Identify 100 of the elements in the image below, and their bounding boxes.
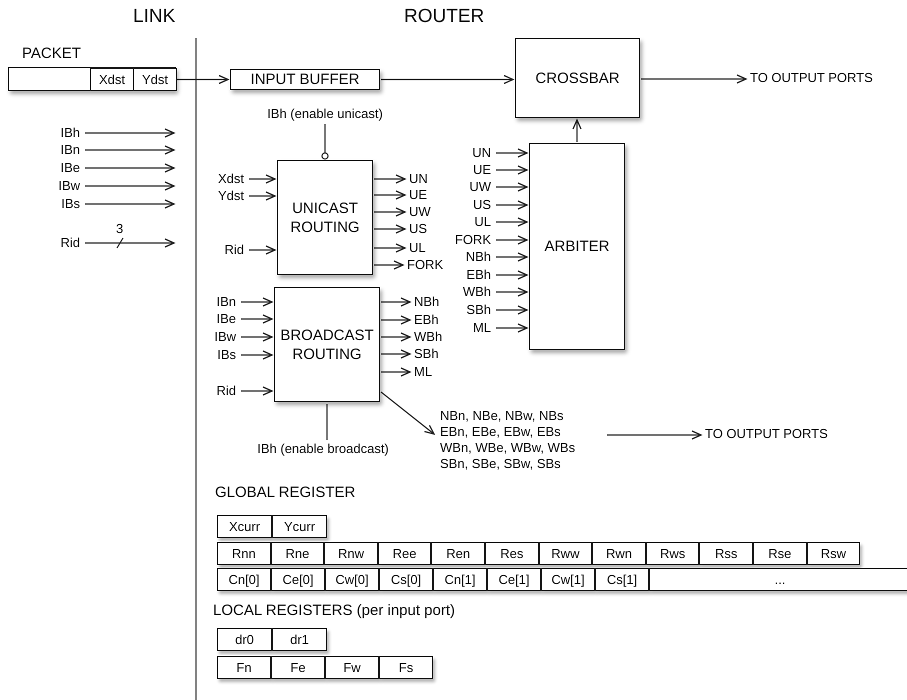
register-cell: Ren — [431, 542, 485, 565]
arrow — [85, 181, 175, 191]
arrow — [249, 245, 276, 255]
signal-label: IBh (enable unicast) — [254, 106, 396, 122]
signal-label: IBh (enable broadcast) — [248, 441, 398, 457]
arrow — [496, 148, 528, 158]
arrow — [249, 174, 276, 184]
register-cell: Ree — [378, 542, 432, 565]
signal-label: UE — [409, 187, 449, 203]
register-cell: Rnn — [217, 542, 271, 565]
register-cell: Fe — [271, 656, 325, 679]
signal-label: US — [448, 197, 491, 213]
arrow — [381, 315, 411, 325]
signal-label: EBh — [448, 267, 491, 283]
signal-label: IBw — [207, 329, 236, 345]
signal-label: UW — [409, 204, 449, 220]
register-cell: Cw[0] — [325, 568, 379, 591]
arrow — [496, 323, 528, 333]
section-title: ROUTER — [404, 6, 484, 28]
packet-field: Xdst — [90, 68, 134, 91]
port-label: TO OUTPUT PORTS — [705, 426, 875, 444]
arrow — [241, 350, 273, 360]
register-cell: Cn[1] — [433, 568, 487, 591]
signal-label: Rid — [44, 235, 80, 251]
arrow — [374, 174, 406, 184]
arrow — [496, 305, 528, 315]
signal-list-line: WBn, WBe, WBw, WBs — [440, 440, 576, 456]
packet-field: Ydst — [133, 68, 177, 91]
arrow — [496, 165, 528, 175]
block-box: CROSSBAR — [515, 38, 640, 118]
register-cell: Rnw — [324, 542, 378, 565]
arrow — [496, 182, 528, 192]
port-label: TO OUTPUT PORTS — [750, 70, 906, 88]
arrow — [249, 191, 276, 201]
arrow — [374, 190, 406, 200]
register-cell: Cw[1] — [541, 568, 595, 591]
arrow — [381, 367, 411, 377]
signal-label: FORK — [448, 232, 491, 248]
signal-label: Rid — [207, 383, 236, 399]
register-cell: dr1 — [272, 628, 327, 651]
arrow — [85, 199, 175, 209]
signal-label: IBe — [207, 311, 236, 327]
register-cell: Ce[1] — [487, 568, 541, 591]
register-heading: GLOBAL REGISTER — [215, 484, 356, 501]
arrow — [496, 200, 528, 210]
signal-label: Xdst — [213, 171, 244, 187]
register-cell: Cs[1] — [595, 568, 649, 591]
signal-list-line: NBn, NBe, NBw, NBs — [440, 408, 565, 424]
arrow — [85, 163, 175, 173]
arrow — [607, 430, 702, 440]
block-box: BROADCAST ROUTING — [274, 287, 380, 402]
signal-label: IBn — [44, 142, 80, 158]
arrow — [374, 207, 406, 217]
register-cell: Fs — [379, 656, 433, 679]
signal-label: UL — [409, 240, 449, 256]
register-cell: Rsw — [806, 542, 860, 565]
signal-label: UL — [448, 214, 491, 230]
arrow — [241, 386, 273, 396]
arrow — [177, 74, 229, 84]
register-cell: Rss — [699, 542, 753, 565]
register-cell: ... — [649, 568, 907, 591]
arrow — [381, 332, 411, 342]
arrow — [496, 270, 528, 280]
register-cell: Cn[0] — [217, 568, 271, 591]
arrow — [572, 119, 582, 142]
arrow — [496, 287, 528, 297]
connector-line — [326, 404, 328, 440]
arrow — [374, 224, 406, 234]
register-cell: Rwn — [592, 542, 646, 565]
register-cell: dr0 — [217, 628, 272, 651]
register-cell: Xcurr — [217, 515, 272, 538]
register-cell: Ycurr — [272, 515, 327, 538]
packet-register — [8, 45, 176, 91]
signal-label: UN — [448, 145, 491, 161]
signal-label: Rid — [212, 242, 244, 258]
arrow — [381, 349, 411, 359]
register-cell: Rse — [753, 542, 807, 565]
signal-label: US — [409, 221, 449, 237]
register-cell: Rne — [270, 542, 324, 565]
packet-heading: PACKET — [22, 45, 81, 62]
signal-label: IBw — [44, 178, 80, 194]
section-title: LINK — [133, 6, 176, 28]
arrow — [85, 128, 175, 138]
register-cell: Ce[0] — [271, 568, 325, 591]
signal-label: IBe — [44, 160, 80, 176]
arrow — [85, 145, 175, 155]
arrow — [241, 314, 273, 324]
register-cell: Fn — [217, 656, 271, 679]
arrow — [241, 332, 273, 342]
arrow — [85, 238, 175, 248]
block-box: UNICAST ROUTING — [277, 160, 373, 275]
signal-label: UW — [448, 179, 491, 195]
signal-label: UN — [409, 171, 449, 187]
arrow — [641, 74, 747, 84]
signal-label: IBh — [44, 125, 80, 141]
arrow — [381, 297, 411, 307]
register-cell: Res — [485, 542, 539, 565]
signal-label: IBn — [207, 294, 236, 310]
register-cell: Rww — [538, 542, 592, 565]
arrow — [496, 217, 528, 227]
